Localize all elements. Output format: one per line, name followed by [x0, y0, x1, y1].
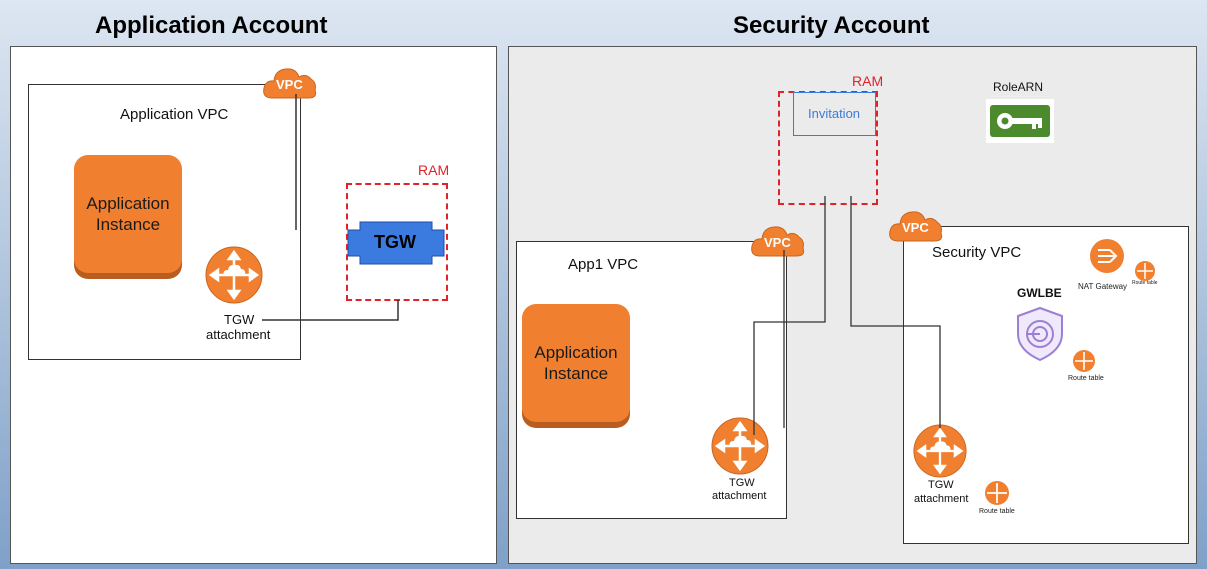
- rolearn-label: RoleARN: [993, 80, 1044, 94]
- tgw-attachment-label-line1: TGW: [729, 477, 755, 489]
- nat-route-table-label: Route table: [1132, 280, 1158, 286]
- tgw-route-table-label: Route table: [979, 508, 1015, 515]
- vpc-cloud-icon: VPC: [262, 64, 318, 102]
- tgw-attachment-label-line1: TGW: [224, 312, 255, 327]
- app1-application-instance[interactable]: Application Instance: [522, 304, 630, 422]
- key-icon[interactable]: [986, 99, 1054, 143]
- instance-label-line2: Instance: [95, 215, 161, 234]
- invitation-label: Invitation: [808, 106, 861, 121]
- tgw-attachment-label-line1: TGW: [928, 479, 954, 491]
- vpc-icon-text: VPC: [764, 235, 791, 250]
- nat-gateway-label: NAT Gateway: [1078, 282, 1128, 291]
- route-table-icon[interactable]: [1072, 349, 1096, 373]
- gwlb-endpoint-icon[interactable]: [1010, 304, 1070, 364]
- tgw-attachment-label-line2: attachment: [206, 327, 271, 342]
- gwlbe-label: GWLBE: [1017, 286, 1062, 300]
- transit-gateway-icon[interactable]: TGW: [347, 221, 445, 265]
- vpc-cloud-icon: VPC: [888, 207, 944, 245]
- application-instance[interactable]: Application Instance: [74, 155, 182, 273]
- application-vpc-label: Application VPC: [120, 106, 229, 123]
- vpc-icon-text: VPC: [276, 77, 303, 92]
- tgw-attachment-label-line2: attachment: [712, 490, 767, 502]
- tgw-label: TGW: [374, 232, 416, 252]
- instance-label-line1: Application: [86, 194, 170, 213]
- tgw-attachment-label-line2: attachment: [914, 493, 969, 505]
- nat-gateway-icon[interactable]: [1088, 237, 1126, 281]
- invitation-box[interactable]: [793, 92, 876, 136]
- security-account-title: Security Account: [733, 12, 930, 39]
- ram-share-box: [346, 183, 448, 301]
- tgw-attachment[interactable]: [205, 246, 263, 304]
- gwlbe-route-table-label: Route table: [1068, 375, 1104, 382]
- ram-label: RAM: [418, 162, 450, 178]
- tgw-attachment-security[interactable]: [913, 424, 967, 478]
- security-vpc-label: Security VPC: [932, 244, 1022, 261]
- vpc-icon-text: VPC: [902, 220, 929, 235]
- application-account-title: Application Account: [95, 12, 328, 39]
- app1-vpc-label: App1 VPC: [568, 256, 639, 273]
- instance-label-line1: Application: [534, 343, 618, 362]
- vpc-cloud-icon: VPC: [750, 222, 806, 260]
- security-ram-label: RAM: [852, 73, 884, 89]
- instance-label-line2: Instance: [543, 364, 609, 383]
- route-table-icon[interactable]: [984, 480, 1010, 506]
- route-table-icon[interactable]: [1134, 260, 1156, 282]
